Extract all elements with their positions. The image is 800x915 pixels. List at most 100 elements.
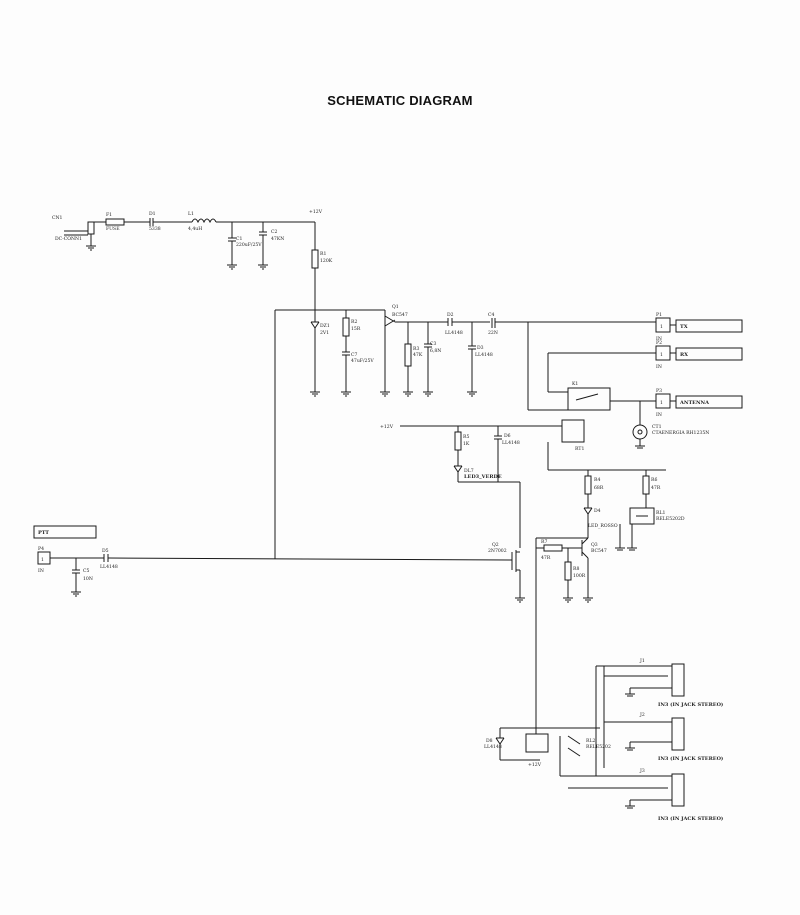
jack1-label: IN3 (IN JACK STEREO) [658, 701, 723, 708]
jack-j2: J2 IN3 (IN JACK STEREO) [604, 712, 723, 762]
vcc-relay-label: +12V [528, 762, 542, 768]
jack3-label: IN3 (IN JACK STEREO) [658, 815, 723, 822]
zener-dz1: DZ1 2V1 [310, 321, 330, 336]
jack-j3: J3 IN3 (IN JACK STEREO) [560, 768, 723, 822]
led-dl7: DL7 LED3_VERDE [453, 465, 502, 480]
c7-value: 47uF/25V [351, 358, 374, 364]
mosfet-q2: Q2 2N7002 [488, 542, 520, 572]
capacitor-c5: C5 10N [72, 568, 93, 582]
capacitor-c2: C2 47KN [258, 222, 284, 270]
ct1-value: CTAENERGIA RH1235N [652, 430, 709, 436]
r1-value: 120K [320, 258, 333, 264]
dc-input-connector: CN1 DC-CONN1 [52, 215, 104, 246]
connector-p3: 1 P3 IN ANTENNA [655, 388, 743, 418]
transistor-q3: Q3 BC547 [581, 537, 607, 559]
r7-label: R7 [541, 539, 547, 545]
j3-label: J3 [639, 768, 645, 774]
relay-coil-rt1: RT1 [561, 419, 585, 452]
d4-value: LED_ROSSO [588, 523, 618, 529]
c3-value: 6,8N [430, 348, 441, 354]
d2-label: D2 [447, 312, 454, 318]
l1-value: 4,4uH [188, 226, 202, 232]
r2-label: R2 [351, 319, 357, 325]
p1-label: P1 [656, 312, 662, 318]
p4-label: P4 [38, 546, 44, 552]
cn1-label: CN1 [52, 215, 63, 221]
relay-contacts-rl2: RL2 RELE5202 [567, 735, 611, 757]
c4-value: 22N [488, 330, 498, 336]
r6-label: R6 [651, 477, 657, 483]
resistor-r4: R4 68R [584, 475, 604, 495]
transistor-q1: Q1 BC547 [384, 304, 408, 330]
dz-label: DZ1 [320, 323, 330, 329]
jack2-label: IN3 (IN JACK STEREO) [658, 755, 723, 762]
diode-d5: D5 LL4148 [100, 548, 118, 570]
q2-label: Q2 [492, 542, 499, 548]
rl1-value: RELE5202D [656, 516, 685, 522]
k1-label: K1 [572, 381, 578, 387]
connector-p2: 1 P2 IN RX [655, 340, 743, 370]
fuse-label: FUSE [106, 226, 120, 232]
dl7-label: DL7 [464, 468, 474, 474]
p2-in: IN [656, 364, 662, 370]
relay-rl1: RL1 RELE5202D [629, 507, 685, 525]
q3-value: BC547 [591, 548, 607, 554]
c1-value: 220uF/25V [236, 242, 262, 248]
antenna-label: ANTENNA [679, 400, 709, 406]
j1-label: J1 [639, 658, 645, 664]
r5-value: 1K [463, 441, 470, 447]
r6-value: 47R [651, 485, 661, 491]
tx-label: TX [680, 324, 688, 330]
r2-value: 15R [351, 326, 361, 332]
rx-label: RX [680, 352, 688, 358]
ptt-label-box: PTT [33, 525, 97, 539]
resistor-r1: R1 120K [311, 249, 333, 269]
rt1-label: RT1 [575, 446, 584, 452]
resistor-r8: R8 100R [564, 561, 586, 581]
r7-value: 47R [541, 555, 551, 561]
led-d4: D4 LED_ROSSO [583, 507, 618, 529]
d1-label: D1 [149, 211, 156, 217]
q1-value: BC547 [392, 312, 408, 318]
c2-label: C2 [271, 229, 278, 235]
r5-label: R5 [463, 434, 469, 440]
c4-label: C4 [488, 312, 495, 318]
d5-label: D5 [102, 548, 109, 554]
rl1-label: RL1 [656, 510, 666, 516]
connector-p4: 1 P4 IN [37, 546, 51, 574]
p2-pin: 1 [660, 352, 663, 358]
resistor-r7: R7 47R [541, 539, 563, 561]
jack-j1: J1 IN3 (IN JACK STEREO) [596, 658, 723, 708]
p1-pin: 1 [660, 324, 663, 330]
fuse-f1: F1 FUSE [105, 212, 125, 232]
c5-value: 10N [83, 576, 93, 582]
d3-label: D3 [477, 345, 484, 351]
d5-value: LL4148 [100, 564, 118, 570]
ground-symbol [86, 245, 96, 251]
q1-label: Q1 [392, 304, 399, 310]
d1-value: 5338 [149, 226, 161, 232]
c7-label: C7 [351, 352, 358, 358]
p3-pin: 1 [660, 400, 663, 406]
d8-value: LL4148 [484, 744, 502, 750]
r4-label: R4 [594, 477, 600, 483]
q3-label: Q3 [591, 542, 598, 548]
capacitor-c3: C3 6,8N [424, 341, 441, 354]
r4-value: 68R [594, 485, 604, 491]
dz-value: 2V1 [320, 330, 329, 336]
rx-label-box [675, 347, 743, 361]
page-title: SCHEMATIC DIAGRAM [327, 93, 473, 108]
p4-pin: 1 [41, 557, 44, 563]
relay-contact-k1: K1 [567, 381, 611, 411]
q2-value: 2N7002 [488, 548, 507, 554]
rl2-value: RELE5202 [586, 744, 611, 750]
p1-in: IN [656, 336, 662, 342]
ct1-label: CT1 [652, 424, 662, 430]
r3-value: 47K [413, 352, 423, 358]
antenna-label-box [675, 395, 743, 409]
capacitor-c1: C1 220uF/25V [227, 222, 262, 270]
diode-d8: D8 LL4148 [484, 737, 505, 750]
resistor-r6: R6 47R [642, 475, 661, 495]
